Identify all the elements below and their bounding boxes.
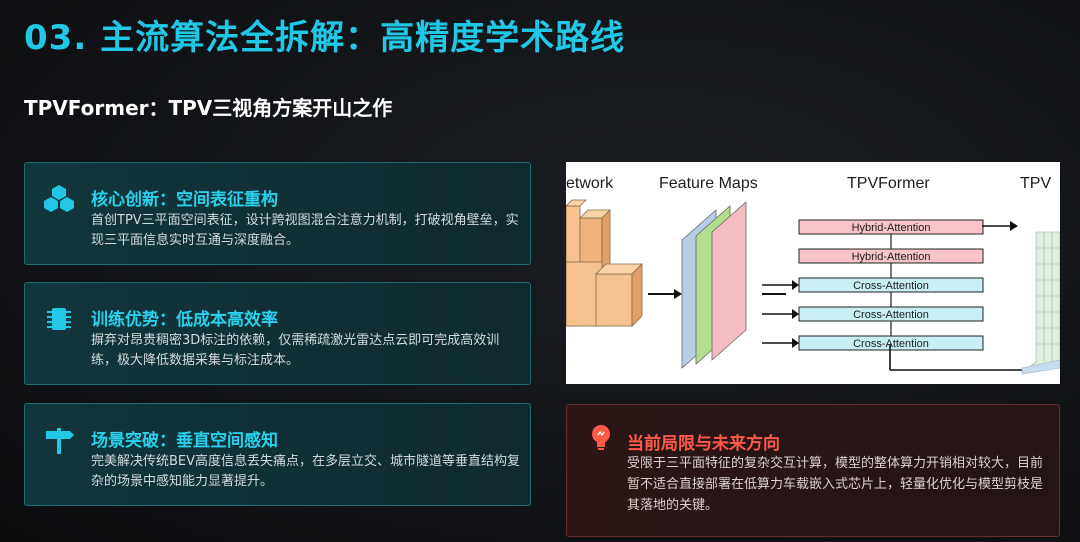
limitation-body: 受限于三平面特征的复杂交互计算，模型的整体算力开销相对较大，目前暂不适合直接部署… <box>627 456 1044 513</box>
card-scene-breakthrough: 场景突破：垂直空间感知 完美解决传统BEV高度信息丢失痛点，在多层立交、城市隧道… <box>24 403 531 506</box>
chip-icon <box>47 308 71 330</box>
card-body: 首创TPV三平面空间表征，设计跨视图混合注意力机制，打破视角壁垒，实现三平面信息… <box>91 213 519 248</box>
diagram-label-network: etwork <box>566 175 614 192</box>
card-core-innovation: 核心创新：空间表征重构 首创TPV三平面空间表征，设计跨视图混合注意力机制，打破… <box>24 162 531 265</box>
input-arrows <box>762 284 792 344</box>
architecture-diagram: etwork Feature Maps TPVFormer TPV <box>566 162 1060 384</box>
card-body: 完美解决传统BEV高度信息丢失痛点，在多层立交、城市隧道等垂直结构复杂的场景中感… <box>91 454 521 489</box>
diagram-label-tpv: TPV <box>1020 175 1051 192</box>
limitation-box: 当前局限与未来方向 受限于三平面特征的复杂交互计算，模型的整体算力开销相对较大，… <box>566 404 1060 537</box>
diagram-label-tpvformer: TPVFormer <box>847 175 930 192</box>
card-heading: 场景突破：垂直空间感知 <box>91 431 278 451</box>
attention-block-label: Cross-Attention <box>853 309 929 321</box>
card-heading: 训练优势：低成本高效率 <box>91 310 278 330</box>
card-training-advantage: 训练优势：低成本高效率 摒弃对昂贵稠密3D标注的依赖，仅需稀疏激光雷达点云即可完… <box>24 282 531 385</box>
attention-block-label: Cross-Attention <box>853 338 929 350</box>
signpost-icon <box>46 428 74 454</box>
limitation-heading: 当前局限与未来方向 <box>627 434 780 454</box>
cubes-icon <box>44 185 74 212</box>
attention-block-label: Cross-Attention <box>853 280 929 292</box>
lightbulb-icon <box>592 425 610 450</box>
feature-maps <box>681 201 747 369</box>
tpvformer-blocks: Hybrid-AttentionHybrid-AttentionCross-At… <box>798 219 984 351</box>
backbone-blocks <box>566 199 643 327</box>
page-title: 03. 主流算法全拆解：高精度学术路线 <box>24 18 626 58</box>
attention-block-label: Hybrid-Attention <box>852 251 931 263</box>
attention-block-label: Hybrid-Attention <box>852 222 931 234</box>
section-subtitle: TPVFormer：TPV三视角方案开山之作 <box>24 96 393 120</box>
card-heading: 核心创新：空间表征重构 <box>91 190 278 210</box>
tpv-grid <box>1021 231 1060 375</box>
diagram-label-feature-maps: Feature Maps <box>659 175 758 192</box>
card-body: 摒弃对昂贵稠密3D标注的依赖，仅需稀疏激光雷达点云即可完成高效训练，极大降低数据… <box>91 333 500 368</box>
